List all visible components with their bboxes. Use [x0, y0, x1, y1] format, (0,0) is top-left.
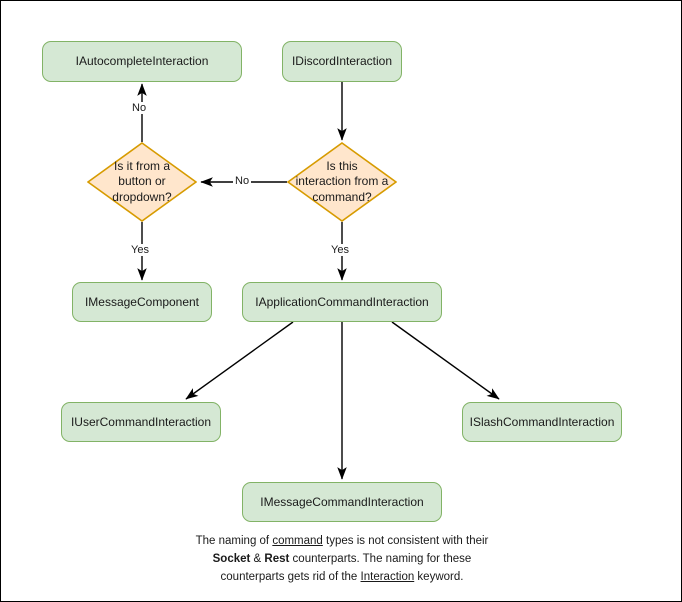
- caption-line-1: The naming of command types is not consi…: [196, 535, 489, 547]
- node-label: IUserCommandInteraction: [70, 414, 212, 429]
- node-iusercommandinteraction[interactable]: IUserCommandInteraction: [61, 402, 221, 442]
- caption-text: &: [250, 552, 265, 565]
- node-label: IAutocompleteInteraction: [75, 54, 209, 68]
- caption-text: keyword.: [414, 570, 464, 583]
- caption-text: types is not consistent with their: [322, 535, 489, 547]
- decision-line-1: Is it from a: [113, 158, 170, 173]
- node-islashcommandinteraction[interactable]: ISlashCommandInteraction: [462, 402, 622, 442]
- node-decision-is-command[interactable]: Is this interaction from a command?: [287, 142, 397, 222]
- caption-underline-interaction: Interaction: [360, 570, 415, 583]
- caption-text: counterparts. The naming for these: [289, 552, 472, 565]
- caption-text: The naming of: [195, 535, 273, 547]
- node-decision-is-button-or-dropdown[interactable]: Is it from a button or dropdown?: [87, 142, 197, 222]
- caption-line-2: Socket & Rest counterparts. The naming f…: [213, 553, 472, 565]
- decision-line-2: interaction from a: [295, 174, 389, 189]
- node-label: IDiscordInteraction: [291, 54, 393, 68]
- node-label: IApplicationCommandInteraction: [255, 294, 429, 309]
- caption-bold-socket: Socket: [212, 552, 251, 565]
- decision-label: Is this interaction from a command?: [287, 142, 397, 222]
- edge-label-no-middle: No: [233, 175, 252, 188]
- caption-line-3: counterparts gets rid of the Interaction…: [221, 571, 464, 583]
- diamond-shape: [287, 142, 397, 222]
- decision-line-2: button or: [118, 174, 166, 189]
- diamond-shape: [87, 142, 197, 222]
- caption-note: The naming of command types is not consi…: [142, 533, 542, 586]
- caption-underline-command: command: [272, 535, 323, 547]
- edge-appcommand-to-slashcommand: [391, 321, 500, 400]
- decision-line-3: command?: [312, 189, 372, 204]
- node-iapplicationcommandinteraction[interactable]: IApplicationCommandInteraction: [242, 282, 442, 322]
- decision-line-3: dropdown?: [112, 189, 172, 204]
- edge-appcommand-to-usercommand: [185, 321, 294, 400]
- edge-label-yes-right: Yes: [329, 244, 351, 257]
- caption-bold-rest: Rest: [264, 552, 290, 565]
- decision-line-1: Is this: [326, 158, 358, 173]
- decision-label: Is it from a button or dropdown?: [87, 142, 197, 222]
- node-label: IMessageComponent: [84, 294, 200, 309]
- caption-text: counterparts gets rid of the: [220, 570, 361, 583]
- node-label: ISlashCommandInteraction: [469, 414, 615, 429]
- node-imessagecommandinteraction[interactable]: IMessageCommandInteraction: [242, 482, 442, 522]
- node-idiscordinteraction[interactable]: IDiscordInteraction: [282, 41, 402, 82]
- edge-label-yes-left: Yes: [129, 244, 151, 257]
- node-label: IMessageCommandInteraction: [260, 494, 424, 509]
- node-imessagecomponent[interactable]: IMessageComponent: [72, 282, 212, 322]
- node-iautocompleteinteraction[interactable]: IAutocompleteInteraction: [42, 41, 242, 82]
- edge-label-no-upper: No: [130, 102, 149, 115]
